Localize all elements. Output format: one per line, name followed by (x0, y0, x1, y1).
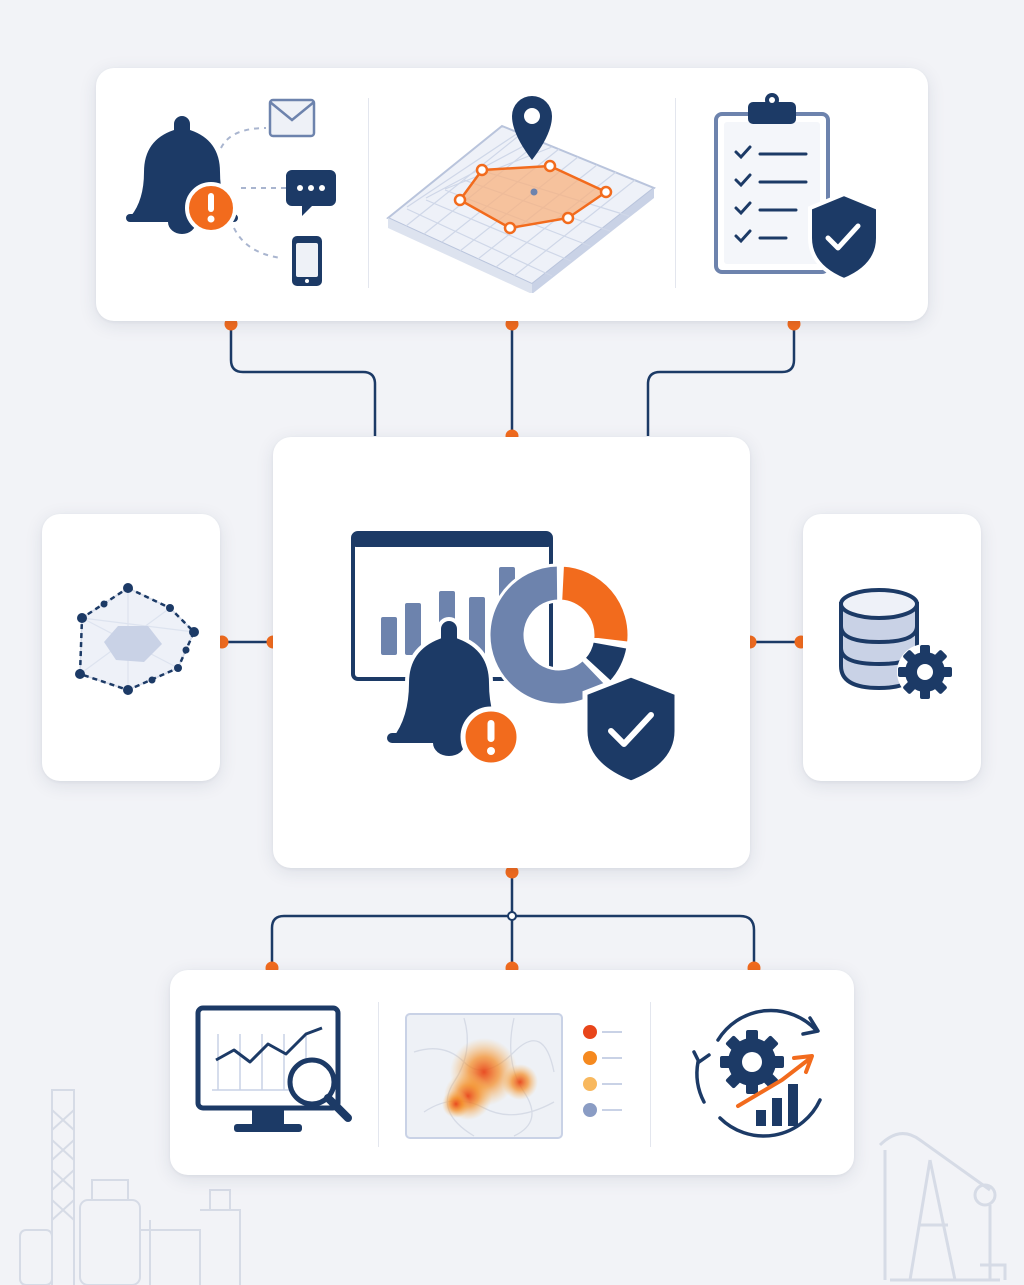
chat-icon (286, 170, 336, 216)
legend-swatch (583, 1051, 597, 1065)
alert-notification-channels (126, 98, 336, 286)
geofence-map (386, 96, 656, 293)
right-panel (803, 514, 981, 781)
analytics-monitor (195, 1005, 352, 1132)
alert-badge-icon (185, 182, 237, 234)
email-icon (268, 98, 316, 138)
location-pin-icon (512, 96, 552, 160)
checklist-icon (734, 145, 808, 244)
heatmap-icon (405, 1013, 563, 1139)
process-optimization (692, 1008, 822, 1138)
heatmap (405, 1013, 622, 1139)
legend-swatch (583, 1025, 597, 1039)
cycle-arrows-icon (692, 1008, 822, 1138)
shield-check-icon (582, 672, 680, 785)
pumpjack-silhouette (878, 1132, 1007, 1282)
donut-chart-icon (487, 563, 631, 707)
shield-check-icon (808, 191, 880, 283)
donut-segment (559, 563, 631, 645)
smartphone-icon (292, 236, 322, 286)
legend-swatch (583, 1077, 597, 1091)
gear-icon (720, 1030, 784, 1094)
legend-swatch (583, 1103, 597, 1117)
donut-segment (487, 563, 610, 707)
gear-icon (897, 644, 953, 700)
refinery-silhouette (19, 1089, 241, 1285)
heatmap-legend (583, 1025, 622, 1117)
compliance-checklist (714, 93, 880, 283)
center-hub (273, 437, 750, 868)
alert-badge-icon (460, 706, 522, 768)
left-panel (42, 514, 220, 781)
network-polygon-icon (75, 583, 199, 695)
top-panel (96, 68, 928, 321)
monitoring-dashboard-hub (351, 531, 680, 785)
bottom-panel (170, 970, 854, 1175)
magnifier-icon (287, 1057, 352, 1122)
database-settings (839, 588, 953, 700)
growth-chart-icon (736, 1054, 814, 1126)
